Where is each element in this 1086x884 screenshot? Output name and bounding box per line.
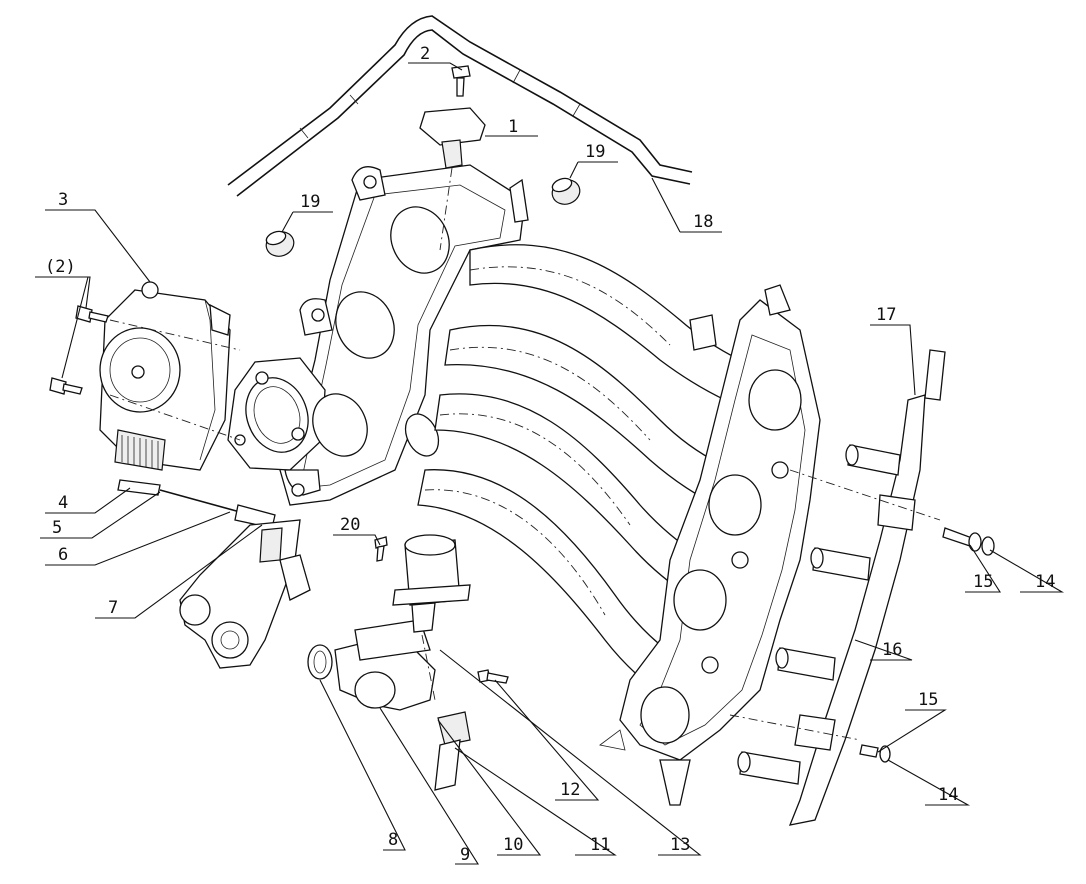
callout-20: 20 (340, 515, 360, 535)
callout-2-paren: (2) (45, 257, 76, 277)
callout-17: 17 (876, 305, 896, 325)
screw-part-20 (374, 536, 388, 562)
callout-19-left: 19 (300, 192, 320, 212)
callout-16: 16 (882, 640, 902, 660)
callout-3: 3 (58, 190, 68, 210)
callout-18: 18 (693, 212, 713, 232)
screw-part-12 (477, 669, 509, 684)
callout-15-upper: 15 (973, 572, 993, 592)
callout-12: 12 (560, 780, 580, 800)
callout-11: 11 (590, 835, 610, 855)
callout-14-upper: 14 (1035, 572, 1055, 592)
bolt-part-2-lower (49, 377, 83, 395)
valve-body-part-9 (334, 619, 436, 711)
sensor-part-10-11 (434, 711, 471, 791)
callout-9: 9 (460, 845, 470, 865)
callout-4: 4 (58, 493, 68, 513)
callout-15-lower: 15 (918, 690, 938, 710)
intake-manifold (227, 164, 821, 806)
cable-parts-4-5-6 (117, 479, 276, 529)
grommet-part-19-left (265, 230, 295, 257)
callout-1: 1 (508, 117, 518, 137)
callout-8: 8 (388, 830, 398, 850)
callout-6: 6 (58, 545, 68, 565)
fuel-rail-part-16-17 (729, 349, 946, 826)
callout-2: 2 (420, 44, 430, 64)
grommet-part-19-right (551, 177, 581, 205)
injectors (737, 444, 901, 785)
bolt-part-2-upper (75, 305, 109, 323)
callout-labels: 1 2 (2) 3 4 5 6 7 8 9 10 11 12 13 14 14 … (45, 44, 1055, 865)
bolt-part-14-15-upper (942, 527, 995, 556)
callout-10: 10 (503, 835, 523, 855)
callout-19-right: 19 (585, 142, 605, 162)
oring-part-8 (307, 644, 333, 680)
throttle-body-part-3 (99, 281, 241, 471)
bolt-part-2 (451, 65, 471, 97)
callout-14-lower: 14 (938, 785, 958, 805)
sensor-part-1 (419, 107, 486, 251)
hose-part-18 (227, 15, 693, 197)
bracket-part-7 (179, 519, 311, 669)
callout-5: 5 (52, 518, 62, 538)
leader-lines (35, 62, 1065, 865)
actuator-part-13 (392, 534, 471, 701)
callout-13: 13 (670, 835, 690, 855)
callout-7: 7 (108, 598, 118, 618)
bolt-part-14-15-lower (859, 744, 891, 763)
